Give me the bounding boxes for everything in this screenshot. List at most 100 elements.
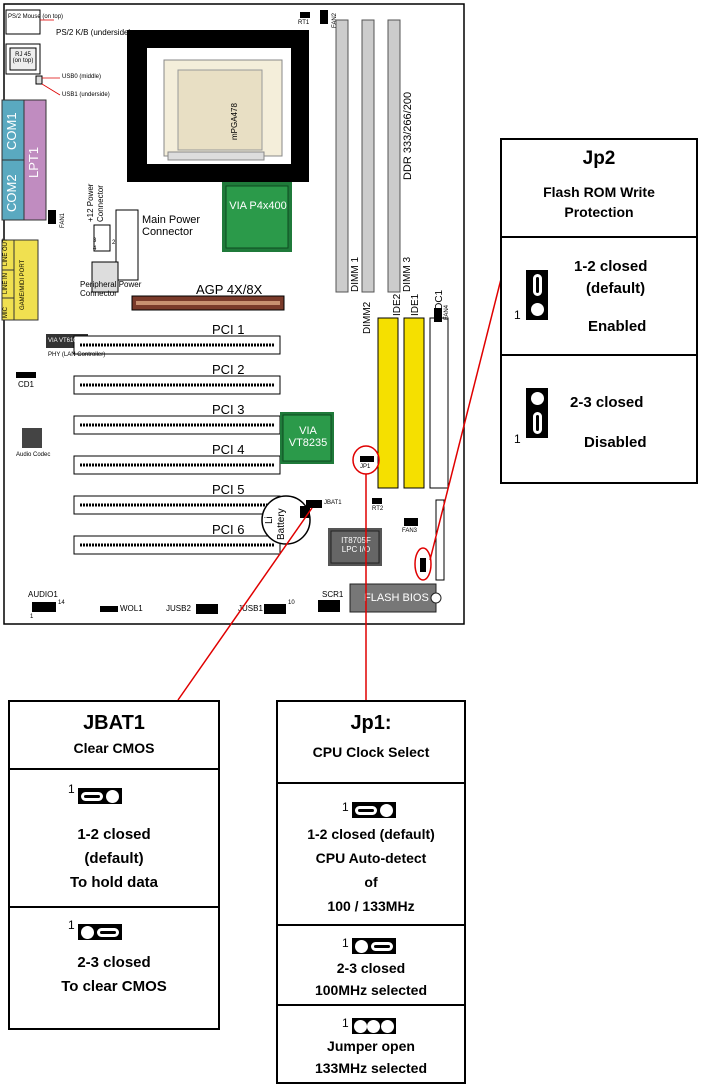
jp1-opt3-line1: Jumper open bbox=[327, 1038, 415, 1054]
agp-label: AGP 4X/8X bbox=[196, 282, 263, 297]
cd1-label: CD1 bbox=[18, 380, 35, 389]
jbat1-divider-2 bbox=[10, 906, 218, 908]
lan-chip-label: VIA VT6103 bbox=[48, 338, 81, 344]
fan2-label: FAN2 bbox=[332, 12, 338, 28]
jp1-opt1-line1: 1-2 closed (default) bbox=[307, 826, 435, 842]
main-power-label: Main Power Connector bbox=[142, 214, 201, 238]
scr1-label: SCR1 bbox=[322, 590, 344, 599]
game-midi-label: GAME/MIDI PORT bbox=[20, 259, 26, 310]
jp1-board-label: JP1 bbox=[360, 464, 371, 470]
jp2-opt1-line2: (default) bbox=[586, 280, 646, 297]
jbat1-board-label: JBAT1 bbox=[324, 500, 342, 506]
jbat1-jumper-closed-23 bbox=[78, 924, 122, 940]
pin3-label: 3 bbox=[93, 238, 97, 244]
audio1-label: AUDIO1 bbox=[28, 590, 58, 599]
jp1-opt1-line4: 100 / 133MHz bbox=[327, 898, 415, 914]
pin1-label: 1 bbox=[30, 614, 34, 620]
south-bridge-label: VIA VT8235 bbox=[288, 425, 328, 449]
jbat1-opt1-line1: 1-2 closed bbox=[77, 826, 151, 843]
com1-label: COM1 bbox=[4, 112, 19, 150]
io-chip-label: IT8705F LPC I/O bbox=[341, 536, 371, 554]
jbat1-opt1-line2: (default) bbox=[84, 850, 144, 867]
dimm1-label: DIMM 1 bbox=[350, 257, 361, 292]
flash-bios-label: FLASH BIOS bbox=[364, 592, 429, 604]
jp1-opt3-line2: 133MHz selected bbox=[314, 1060, 428, 1076]
north-bridge-label: VIA P4x400 bbox=[229, 200, 287, 212]
jp2-title: Jp2 bbox=[582, 148, 616, 169]
power12-label: +12 Power Connector bbox=[86, 183, 105, 222]
phy-label: PHY (LAN Controller) bbox=[48, 352, 106, 358]
jusb1-label: JUSB1 bbox=[238, 604, 263, 613]
jp2-jumper-closed-12 bbox=[526, 270, 548, 320]
dimm3-label: DIMM 3 bbox=[402, 257, 413, 292]
pci-label-5: PCI 5 bbox=[212, 482, 245, 497]
jbat1-pin1-b: 1 bbox=[68, 918, 75, 932]
line-in-label: LINE IN bbox=[3, 272, 9, 294]
cpu-socket-label: mPGA478 bbox=[230, 103, 239, 140]
jbat1-opt1-line3: To hold data bbox=[69, 874, 159, 891]
jp2-opt1-line3: Enabled bbox=[588, 318, 647, 335]
ddr-label: DDR 333/266/200 bbox=[402, 91, 414, 180]
jp1-box: Jp1: CPU Clock Select 1 1-2 closed (defa… bbox=[276, 700, 466, 1084]
pin10-label: 10 bbox=[288, 600, 295, 606]
battery-label: Battery bbox=[276, 508, 287, 540]
motherboard: PS/2 Mouse (on top) PS/2 K/B (underside)… bbox=[0, 0, 470, 630]
dimm2-label: DIMM2 bbox=[362, 301, 373, 334]
lpt1-label: LPT1 bbox=[26, 146, 41, 178]
fdc1-label: FDC1 bbox=[434, 289, 445, 316]
jbat1-jumper-closed-12 bbox=[78, 788, 122, 804]
jp2-opt2-line2: Disabled bbox=[584, 434, 647, 451]
jbat1-subtitle: Clear CMOS bbox=[73, 740, 155, 756]
pin4-label: 4 bbox=[93, 246, 97, 252]
jp1-pin1-c: 1 bbox=[342, 1016, 349, 1030]
jp2-opt1-line1: 1-2 closed bbox=[574, 258, 648, 275]
line-out-label: LINE OUT bbox=[3, 238, 9, 266]
jp1-subtitle: CPU Clock Select bbox=[312, 744, 430, 760]
pin2-label: 2 bbox=[112, 240, 116, 246]
li-label: Li bbox=[264, 516, 275, 524]
jp1-jumper-closed-23 bbox=[352, 938, 396, 954]
jp2-divider-1 bbox=[502, 236, 696, 238]
jp1-title: Jp1: bbox=[350, 712, 392, 734]
mic-label: MIC bbox=[3, 307, 9, 318]
ide1-label: IDE1 bbox=[410, 293, 421, 316]
jp1-opt1-line3: of bbox=[364, 874, 378, 890]
usb1-label: USB1 (underside) bbox=[62, 92, 110, 98]
jp1-pin1-b: 1 bbox=[342, 936, 349, 950]
rj45-label: RJ 45 (on top) bbox=[12, 52, 34, 64]
pci-label-4: PCI 4 bbox=[212, 442, 245, 457]
ide2-label: IDE2 bbox=[392, 293, 403, 316]
jp2-opt2-line1: 2-3 closed bbox=[570, 394, 644, 411]
pci-label-3: PCI 3 bbox=[212, 402, 245, 417]
pci-label-2: PCI 2 bbox=[212, 362, 245, 377]
jp1-jumper-open bbox=[352, 1018, 396, 1034]
com2-label: COM2 bbox=[4, 174, 19, 212]
ps2-kb-label: PS/2 K/B (underside) bbox=[56, 28, 132, 37]
audio-codec-label: Audio Codec bbox=[16, 452, 51, 458]
jp2-pin1-b: 1 bbox=[514, 432, 521, 446]
jbat1-box: JBAT1 Clear CMOS 1 1-2 closed (default) … bbox=[8, 700, 220, 1030]
fan1-label: FAN1 bbox=[60, 212, 66, 228]
jp1-divider-1 bbox=[278, 782, 464, 784]
pci-label-6: PCI 6 bbox=[212, 522, 245, 537]
rt1-label: RT1 bbox=[298, 20, 310, 26]
jbat1-divider-1 bbox=[10, 768, 218, 770]
jbat1-opt2-line1: 2-3 closed bbox=[77, 954, 151, 971]
jp1-divider-3 bbox=[278, 1004, 464, 1006]
jp1-jumper-closed-12 bbox=[352, 802, 396, 818]
jp2-subtitle: Flash ROM Write Protection bbox=[543, 184, 655, 220]
jbat1-pin1-a: 1 bbox=[68, 782, 75, 796]
rt2-label: RT2 bbox=[372, 506, 384, 512]
wol1-label: WOL1 bbox=[120, 604, 143, 613]
jp1-opt2-line2: 100MHz selected bbox=[314, 982, 428, 998]
jp1-opt2-line1: 2-3 closed bbox=[336, 960, 406, 976]
jbat1-opt2-line2: To clear CMOS bbox=[61, 978, 167, 995]
ps2-mouse-label: PS/2 Mouse (on top) bbox=[8, 14, 64, 20]
jp2-pin1-a: 1 bbox=[514, 308, 521, 322]
fan3-label: FAN3 bbox=[402, 528, 418, 534]
jp2-box: Jp2 Flash ROM Write Protection 1 1-2 clo… bbox=[500, 138, 698, 484]
peripheral-power-label: Peripheral Power Connector bbox=[80, 280, 142, 298]
pin14-label: 14 bbox=[58, 600, 65, 606]
jusb2-label: JUSB2 bbox=[166, 604, 191, 613]
jp1-opt1-line2: CPU Auto-detect bbox=[315, 850, 427, 866]
